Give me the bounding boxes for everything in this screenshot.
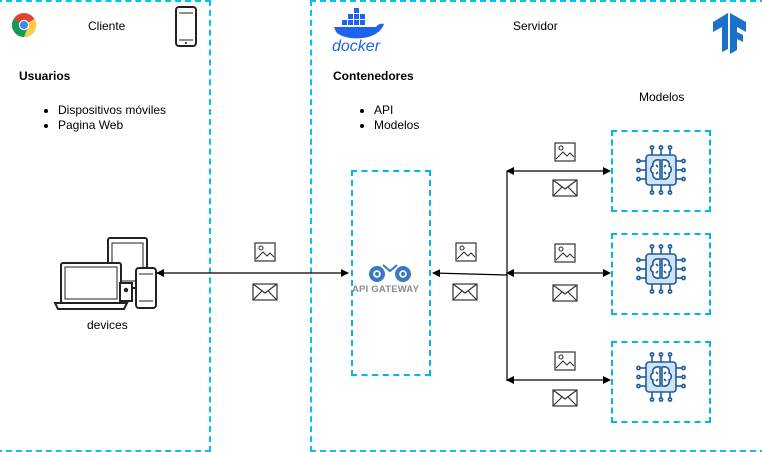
api-gateway-label: API GATEWAY — [352, 284, 420, 295]
connectors — [156, 167, 611, 384]
gateway-bus-arrow — [432, 269, 508, 278]
server-section-title: Contenedores — [333, 69, 414, 83]
api-gateway-icon — [369, 264, 411, 282]
envelope-icon — [252, 283, 278, 301]
server-list: API Modelos — [356, 103, 419, 133]
api-gateway-container — [351, 170, 431, 376]
server-title: Servidor — [513, 19, 558, 33]
image-icon — [254, 242, 276, 262]
devices-label: devices — [87, 318, 128, 332]
list-item: Pagina Web — [58, 118, 166, 133]
neural-chip-icon — [636, 145, 686, 195]
devices-icon — [53, 237, 157, 310]
model-container-3 — [611, 341, 711, 423]
docker-label: docker — [332, 38, 381, 55]
chrome-icon — [11, 13, 37, 38]
envelope-icon — [552, 389, 578, 407]
image-icon — [554, 243, 576, 263]
image-icon — [554, 142, 576, 162]
list-item: Dispositivos móviles — [58, 103, 166, 118]
client-title: Cliente — [88, 19, 126, 33]
server-container — [310, 0, 762, 452]
client-list: Dispositivos móviles Pagina Web — [40, 103, 166, 133]
image-icon — [455, 242, 477, 262]
model-container-2 — [611, 233, 711, 315]
smartphone-icon — [175, 6, 197, 47]
client-container — [0, 0, 211, 452]
models-label: Modelos — [639, 90, 685, 104]
list-item: API — [374, 103, 419, 118]
model-container-1 — [611, 130, 711, 212]
envelope-icon — [452, 283, 478, 301]
client-section-title: Usuarios — [19, 69, 71, 83]
list-item: Modelos — [374, 118, 419, 133]
neural-chip-icon — [636, 244, 686, 294]
envelope-icon — [552, 179, 578, 197]
neural-chip-icon — [636, 352, 686, 402]
docker-icon — [334, 8, 384, 39]
image-icon — [554, 351, 576, 371]
envelope-icon — [552, 284, 578, 302]
tensorflow-icon — [713, 13, 746, 54]
